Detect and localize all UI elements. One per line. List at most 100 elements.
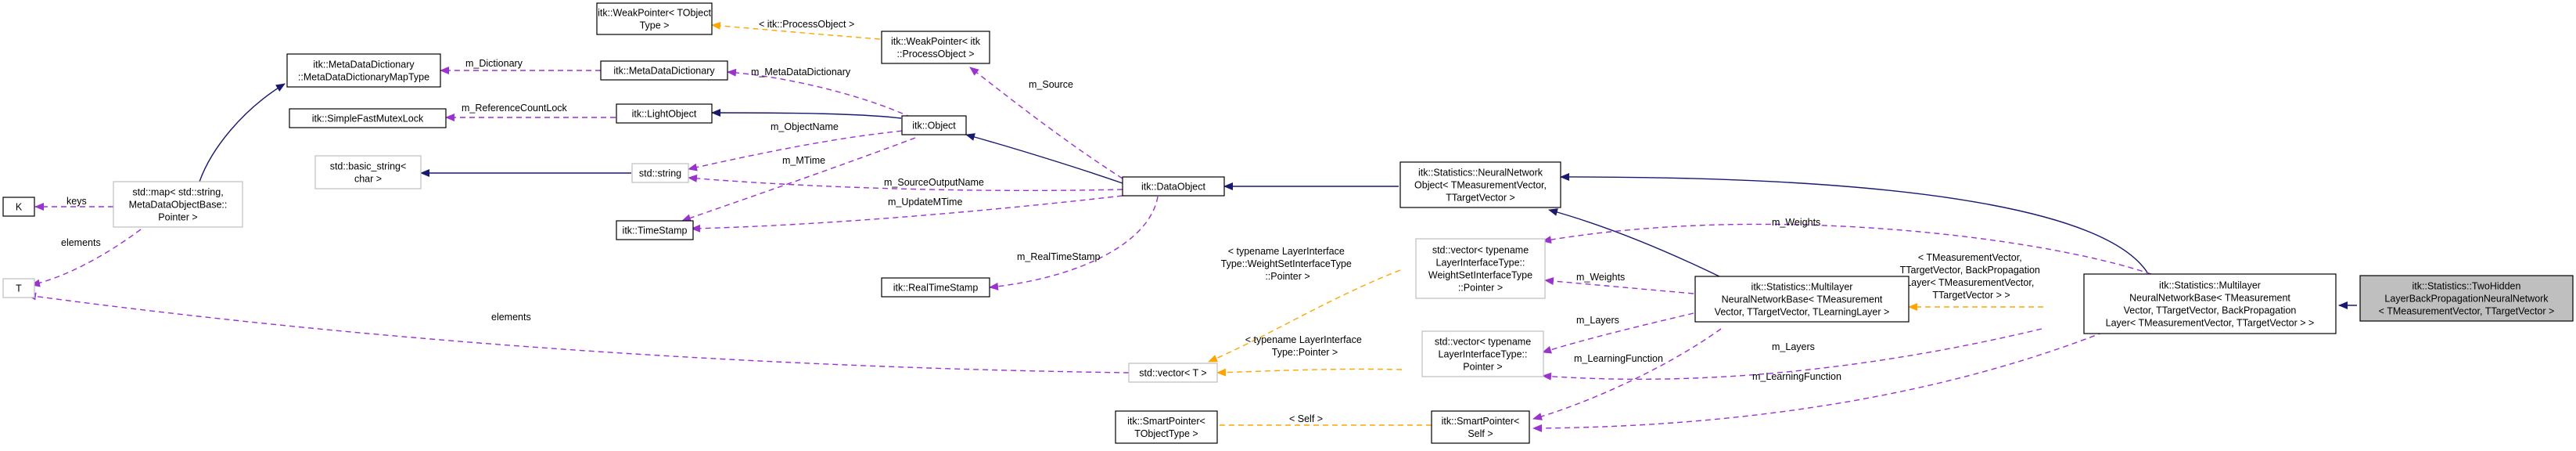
node-weakpointer-processobject[interactable]: itk::WeakPointer< itk::ProcessObject > (881, 31, 990, 64)
edge-t-elements-map (31, 229, 142, 287)
node-box[interactable] (1399, 161, 1561, 208)
node-box[interactable] (314, 155, 422, 189)
node-box[interactable] (1415, 238, 1546, 299)
edge-label-line: TTargetVector > > (1932, 290, 2010, 301)
node-realtimestamp[interactable]: itk::RealTimeStamp (881, 277, 990, 298)
node-t[interactable]: T (2, 278, 35, 298)
node-box[interactable] (1421, 330, 1544, 377)
edge-stdstring-m-objectname (688, 129, 912, 171)
node-box[interactable] (881, 277, 990, 298)
node-smartpointer-self[interactable]: itk::SmartPointer<Self > (1431, 410, 1530, 444)
node-timestamp[interactable]: itk::TimeStamp (616, 220, 694, 240)
node-label-line: NeuralNetworkBase< TMeasurement (1722, 294, 1883, 305)
edge-label-line: ::Pointer > (1265, 271, 1310, 282)
node-box[interactable] (1431, 410, 1530, 444)
edge-smartself-m-learningfunction-mid (1532, 328, 1722, 420)
node-box[interactable] (616, 220, 694, 240)
node-box[interactable] (289, 108, 447, 128)
node-box[interactable] (901, 115, 967, 135)
node-label-line: WeightSetInterfaceType (1428, 270, 1532, 281)
edge-label-line: Layer< TMeasurementVector, (1906, 277, 2034, 288)
node-label: itk::TimeStamp (623, 226, 688, 236)
edge-vect-layer-tmpl (1216, 368, 1403, 377)
node-label: itk::SmartPointer<Self > (1442, 416, 1520, 439)
node-box[interactable] (616, 103, 713, 124)
edge-label-bp-tmpl: < TMeasurementVector, TTargetVector, Bac… (1900, 252, 2043, 301)
node-label-line: NeuralNetworkBase< TMeasurement (2129, 293, 2290, 304)
node-dataobject[interactable]: itk::DataObject (1122, 176, 1225, 197)
node-std-map[interactable]: std::map< std::string,MetaDataObjectBase… (113, 181, 243, 228)
edge-realtimestamp-m-realtimestamp (989, 196, 1159, 290)
node-label: itk::WeakPointer< itk::ProcessObject > (891, 36, 981, 60)
node-label-line: Vector, TTargetVector, TLearningLayer > (1715, 307, 1890, 318)
node-box[interactable] (596, 2, 713, 35)
node-label-line: Pointer > (158, 212, 197, 223)
node-label-line: itk::LightObject (632, 109, 697, 120)
node-box[interactable] (1115, 410, 1218, 444)
node-k[interactable]: K (2, 197, 35, 217)
node-label: K (16, 202, 23, 213)
node-box[interactable] (2083, 273, 2337, 334)
edge-vect-weightset-tmpl (1208, 269, 1401, 363)
node-box[interactable] (631, 163, 689, 183)
edge-label-process-object: < itk::ProcessObject > (759, 19, 854, 30)
node-metadatadictionary[interactable]: itk::MetaDataDictionary (600, 60, 728, 81)
node-label: itk::MetaDataDictionary (613, 66, 715, 77)
node-label-line: std::string (639, 168, 681, 179)
edge-veclayer-m-layers-mid (1542, 312, 1694, 354)
edge-timestamp-m-updatemtime (691, 195, 1123, 233)
edge-stdstring-m-sourceoutputname (688, 174, 1123, 192)
node-label: itk::RealTimeStamp (893, 283, 979, 294)
node-simplefastmutexlock[interactable]: itk::SimpleFastMutexLock (289, 108, 447, 128)
edge-label-elements-map: elements (61, 237, 101, 248)
node-vector-t[interactable]: std::vector< T > (1128, 363, 1218, 383)
node-object[interactable]: itk::Object (901, 115, 967, 135)
node-label-line: K (16, 202, 23, 213)
node-label: itk::Object (912, 121, 956, 132)
node-label-line: ::MetaDataDictionaryMapType (298, 72, 429, 83)
node-std-string[interactable]: std::string (631, 163, 689, 183)
node-label-line: Type > (640, 20, 670, 31)
node-smartpointer-tobjecttype[interactable]: itk::SmartPointer<TObjectType > (1115, 410, 1218, 444)
node-label-line: itk::TimeStamp (623, 226, 688, 236)
node-label-line: Pointer > (1463, 362, 1502, 373)
node-label-line: std::basic_string< (330, 161, 407, 172)
edge-label-m-weights-mid: m_Weights (1576, 272, 1625, 283)
edge-label-keys: keys (66, 196, 87, 207)
node-label-line: itk::RealTimeStamp (893, 283, 979, 294)
node-box[interactable] (2, 278, 35, 298)
node-label-line: Object< TMeasurementVector, (1414, 180, 1547, 191)
node-lightobject[interactable]: itk::LightObject (616, 103, 713, 124)
edge-veclayer-m-layers-right (1542, 328, 2042, 381)
node-box[interactable] (1122, 176, 1225, 197)
node-box[interactable] (113, 181, 243, 228)
edge-labels: < itk::ProcessObject > m_Dictionary m_Me… (61, 19, 2043, 424)
edge-label-m-metadatadictionary: m_MetaDataDictionary (751, 67, 851, 78)
node-basic-string[interactable]: std::basic_string<char > (314, 155, 422, 189)
node-label-line: std::vector< typename (1435, 337, 1531, 348)
node-box[interactable] (1128, 363, 1218, 383)
node-box[interactable] (600, 60, 728, 81)
edge-label-layer-tmpl: < typename LayerInterface Type::Pointer … (1245, 334, 1365, 358)
edge-label-m-source: m_Source (1029, 79, 1073, 90)
node-box[interactable] (2, 197, 35, 217)
node-box[interactable] (1694, 276, 1910, 323)
node-box[interactable] (286, 53, 441, 88)
edge-label-m-mtime: m_MTime (782, 155, 825, 166)
node-box[interactable] (881, 31, 990, 64)
node-box[interactable] (2359, 275, 2574, 322)
node-label: std::vector< T > (1139, 368, 1206, 379)
edge-label-line: TTargetVector, BackPropagation (1900, 265, 2040, 276)
node-metadatadictionary-maptype[interactable]: itk::MetaDataDictionary::MetaDataDiction… (286, 53, 441, 88)
